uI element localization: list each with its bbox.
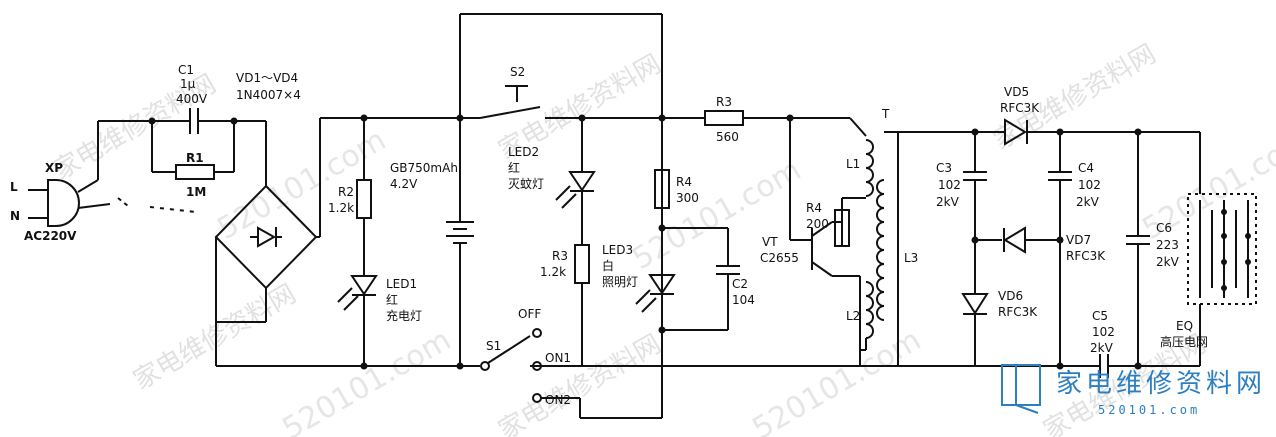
transformer-t xyxy=(860,131,975,367)
label-r4a-value: 300 xyxy=(676,191,699,205)
label-r4a-name: R4 xyxy=(676,175,692,189)
label-c4-name: C4 xyxy=(1078,161,1094,175)
label-led3-function: 照明灯 xyxy=(602,275,638,289)
label-c5-voltage: 2kV xyxy=(1090,341,1114,355)
label-c3-voltage: 2kV xyxy=(936,195,960,209)
label-on1: ON1 xyxy=(545,351,571,365)
led2-r3-branch xyxy=(555,118,596,366)
label-vd6-value: RFC3K xyxy=(998,305,1038,319)
watermark-text: 家电维修资料网 xyxy=(129,279,302,396)
label-r2-value: 1.2k xyxy=(328,201,354,215)
label-r4b-value: 200 xyxy=(806,217,829,231)
label-neutral: N xyxy=(10,209,20,223)
label-led2-name: LED2 xyxy=(508,145,539,159)
logo-brand-text: 家电维修资料网 xyxy=(1056,369,1266,399)
label-led1-function: 充电灯 xyxy=(386,308,422,323)
battery-gb xyxy=(446,118,474,366)
label-r1-value: 1M xyxy=(186,185,206,199)
label-mains: AC220V xyxy=(24,229,77,243)
site-logo: 家电维修资料网 520101.com xyxy=(1001,364,1266,417)
label-vt-name: VT xyxy=(762,235,778,249)
plug-xp xyxy=(28,179,111,227)
label-c5-name: C5 xyxy=(1092,309,1108,323)
r2-led1-branch xyxy=(337,118,378,366)
label-r1-name: R1 xyxy=(186,151,204,165)
label-s1-name: S1 xyxy=(486,339,501,353)
label-c1-voltage: 400V xyxy=(176,92,208,106)
r4-led3-c2-branch xyxy=(635,169,740,334)
label-c4-value: 102 xyxy=(1078,178,1101,192)
label-r3b-name: R3 xyxy=(716,95,732,109)
label-r3b-value: 560 xyxy=(716,130,739,144)
label-c3-name: C3 xyxy=(936,161,952,175)
label-led1-color: 红 xyxy=(386,292,398,307)
plug-to-bridge-wires xyxy=(117,197,197,213)
label-vd5-value: RFC3K xyxy=(1000,101,1040,115)
switch-s2 xyxy=(479,85,705,122)
label-transformer: T xyxy=(881,107,890,121)
label-r3a-value: 1.2k xyxy=(540,265,566,279)
label-r4b-name: R4 xyxy=(806,201,822,215)
hv-grid-eq xyxy=(1187,193,1257,305)
label-vd6-name: VD6 xyxy=(998,289,1023,303)
label-battery-name: GB750mAh xyxy=(390,161,458,175)
label-vd5-name: VD5 xyxy=(1004,85,1029,99)
label-c6-value: 223 xyxy=(1156,238,1179,252)
label-led3-color: 白 xyxy=(602,258,614,273)
label-l2: L2 xyxy=(846,309,860,323)
label-c6-voltage: 2kV xyxy=(1156,255,1180,269)
label-off: OFF xyxy=(518,307,541,321)
label-eq-function: 高压电网 xyxy=(1160,334,1208,349)
label-eq-name: EQ xyxy=(1176,319,1193,333)
label-led1-name: LED1 xyxy=(386,277,417,291)
bridge-rectifier xyxy=(214,118,321,366)
label-r2-name: R2 xyxy=(338,185,354,199)
watermark-url: 520101.com xyxy=(747,323,927,437)
component-labels: XP L N AC220V C1 1μ 400V R1 1M VD1～VD4 1… xyxy=(10,63,1208,407)
voltage-multiplier xyxy=(961,118,1201,378)
label-c5-value: 102 xyxy=(1092,325,1115,339)
label-r3a-name: R3 xyxy=(552,249,568,263)
oscillator xyxy=(704,110,867,366)
label-l1: L1 xyxy=(846,157,860,171)
label-led2-function: 灭蚊灯 xyxy=(508,176,544,191)
label-vd7-name: VD7 xyxy=(1066,233,1091,247)
label-bridge-value: 1N4007×4 xyxy=(236,88,301,102)
switch-s1 xyxy=(480,328,581,403)
label-line: L xyxy=(10,180,18,194)
c1-r1-network xyxy=(97,108,267,186)
label-c6-name: C6 xyxy=(1156,221,1172,235)
label-led3-name: LED3 xyxy=(602,243,633,257)
label-bridge-name: VD1～VD4 xyxy=(236,71,298,85)
watermark-url: 520101.com xyxy=(277,323,457,437)
watermark-text: 家电维修资料网 xyxy=(494,329,667,437)
label-c3-value: 102 xyxy=(938,178,961,192)
label-l3: L3 xyxy=(904,251,918,265)
label-c1-value: 1μ xyxy=(180,77,196,91)
label-led2-color: 红 xyxy=(508,160,520,175)
label-vd7-value: RFC3K xyxy=(1066,249,1106,263)
label-s2-name: S2 xyxy=(510,65,525,79)
label-plug: XP xyxy=(45,161,63,175)
label-battery-voltage: 4.2V xyxy=(390,177,418,191)
label-vt-value: C2655 xyxy=(760,251,799,265)
label-on2: ON2 xyxy=(545,393,571,407)
label-c2-name: C2 xyxy=(732,277,748,291)
label-c4-voltage: 2kV xyxy=(1076,195,1100,209)
label-c1-name: C1 xyxy=(178,63,194,77)
logo-url-text: 520101.com xyxy=(1098,403,1200,417)
label-c2-value: 104 xyxy=(732,293,755,307)
